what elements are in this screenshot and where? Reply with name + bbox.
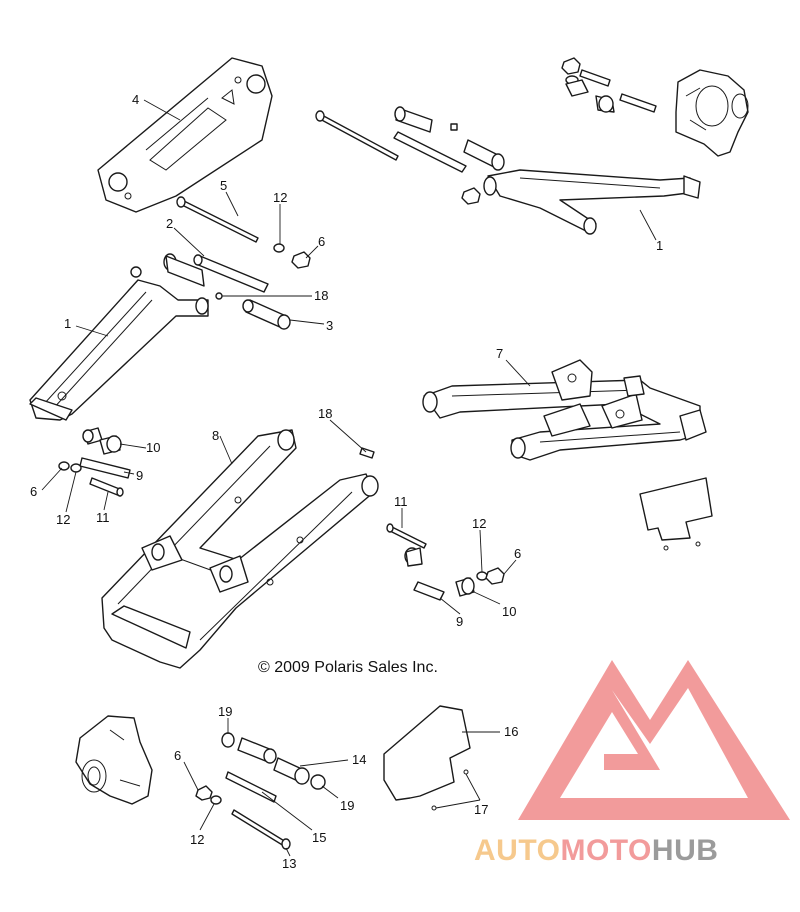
callout-9: 9 — [136, 468, 143, 483]
callout-labels: 4 5 12 6 2 18 3 1 1 7 8 18 10 9 6 12 11 … — [30, 92, 663, 871]
part-18-screw-top — [215, 292, 223, 300]
callout-18: 18 — [318, 406, 332, 421]
guard-plate-right — [639, 477, 713, 551]
part-3-bushing — [242, 299, 291, 330]
callout-8: 8 — [212, 428, 219, 443]
part-18-screw-mid — [359, 447, 375, 459]
callout-13: 13 — [282, 856, 296, 871]
callout-9: 9 — [456, 614, 463, 629]
mid-right-hardware — [386, 523, 505, 601]
part-1-control-arm-right — [483, 169, 701, 235]
callout-4: 4 — [132, 92, 139, 107]
callout-12: 12 — [190, 832, 204, 847]
callout-1: 1 — [656, 238, 663, 253]
callout-14: 14 — [352, 752, 366, 767]
callout-12: 12 — [273, 190, 287, 205]
part-5-bolt — [176, 196, 259, 243]
callout-10: 10 — [146, 440, 160, 455]
callout-7: 7 — [496, 346, 503, 361]
left-hardware — [58, 427, 131, 497]
callout-6: 6 — [514, 546, 521, 561]
leader-lines — [41, 99, 657, 857]
part-2-sleeve — [193, 254, 269, 293]
callout-3: 3 — [326, 318, 333, 333]
callout-6: 6 — [30, 484, 37, 499]
svg-text:AUTOMOTOHUB: AUTOMOTOHUB — [474, 834, 718, 867]
callout-5: 5 — [220, 178, 227, 193]
brand-auto: AUTO — [474, 834, 560, 867]
callout-11: 11 — [96, 510, 110, 525]
callout-6: 6 — [318, 234, 325, 249]
logo-triangle-icon — [518, 660, 790, 820]
callout-11: 11 — [394, 494, 408, 509]
callout-15: 15 — [312, 830, 326, 845]
callout-12: 12 — [472, 516, 486, 531]
top-center-bolt-sleeves — [315, 106, 505, 205]
callout-6: 6 — [174, 748, 181, 763]
callout-10: 10 — [502, 604, 516, 619]
callout-1: 1 — [64, 316, 71, 331]
washer-nut-top — [273, 243, 311, 269]
callout-18: 18 — [314, 288, 328, 303]
callout-17: 17 — [474, 802, 488, 817]
part-7-rear-arm — [422, 359, 707, 461]
bottom-hardware — [195, 732, 326, 850]
brand-hub: HUB — [652, 834, 719, 867]
callout-16: 16 — [504, 724, 518, 739]
callout-19: 19 — [340, 798, 354, 813]
callout-19: 19 — [218, 704, 232, 719]
knuckle-top-right — [675, 69, 749, 157]
top-right-hardware — [561, 57, 657, 113]
brand-moto: MOTO — [560, 834, 651, 867]
part-8-swing-arm — [101, 429, 379, 669]
callout-2: 2 — [166, 216, 173, 231]
watermark-logo: AUTOMOTOHUB — [474, 660, 790, 867]
knuckle-bottom-left — [75, 715, 153, 805]
copyright-text: © 2009 Polaris Sales Inc. — [258, 659, 438, 676]
part-4-plate — [97, 57, 273, 213]
callout-12: 12 — [56, 512, 70, 527]
part-16-plate — [383, 705, 471, 811]
part-1-control-arm-left — [29, 253, 209, 421]
